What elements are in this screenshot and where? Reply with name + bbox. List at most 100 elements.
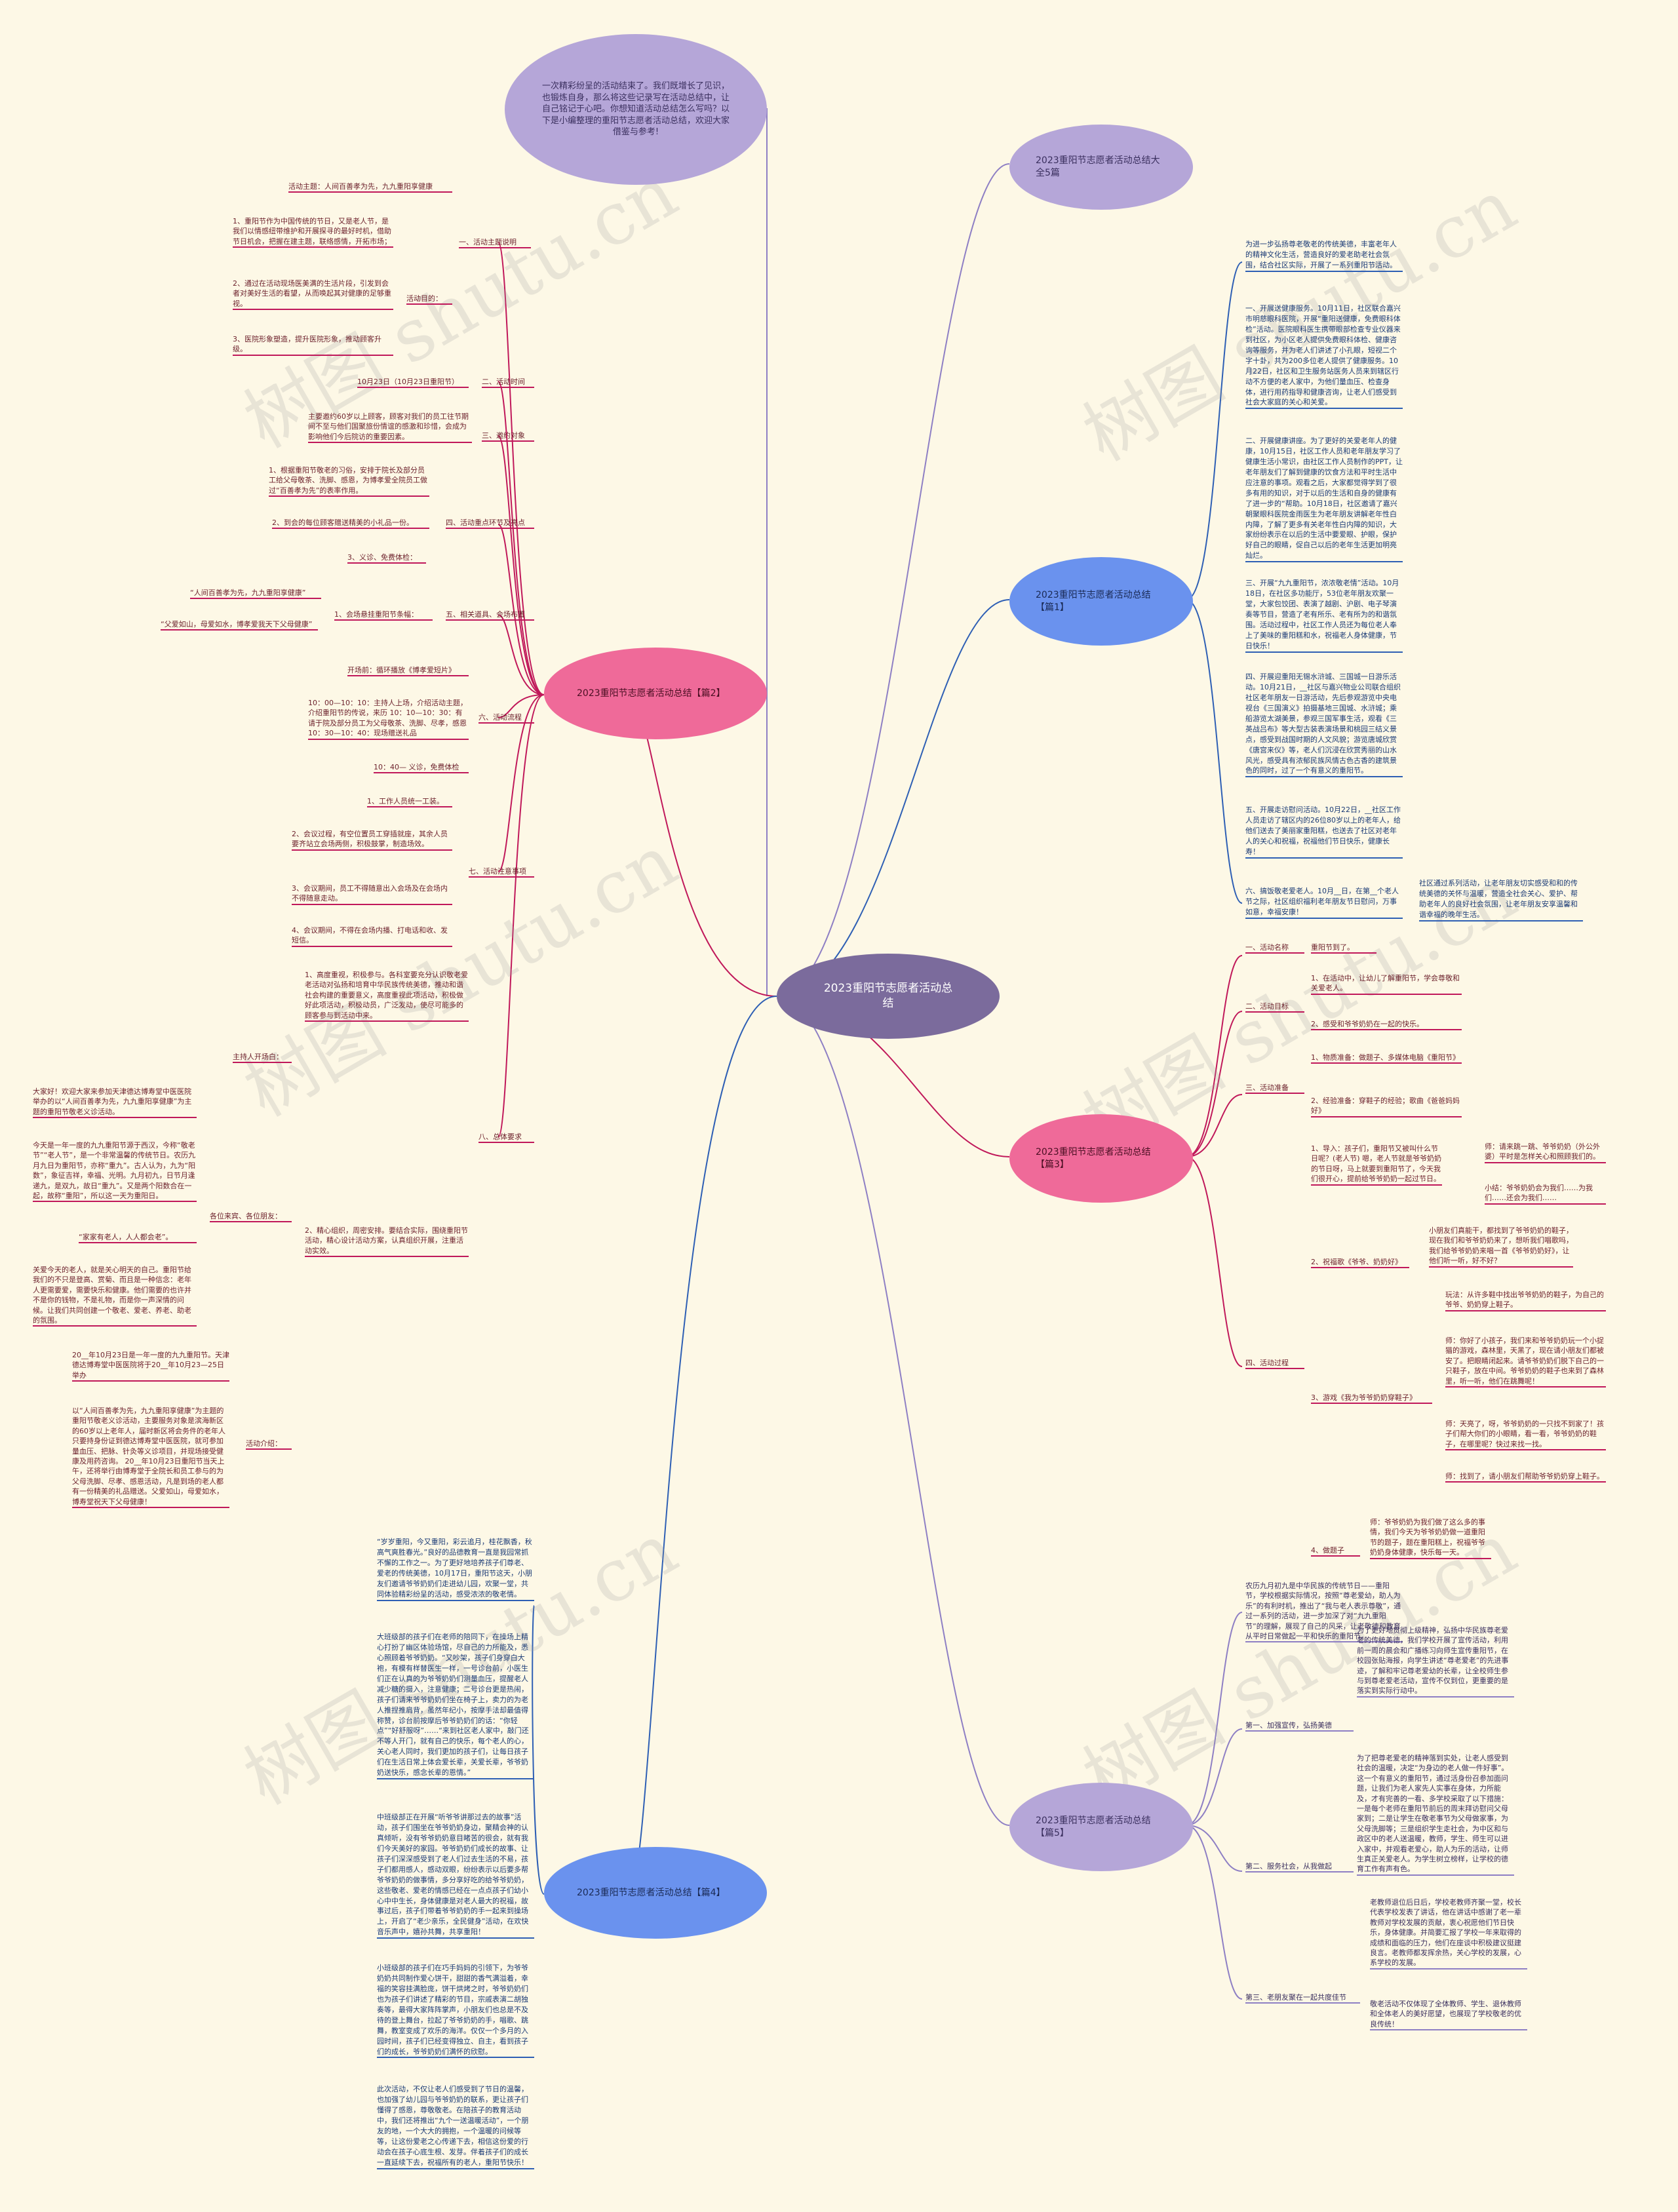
pian3-step-note: 师：请来跳一跳、爷爷奶奶（外公外婆）平时是怎样关心和照顾我们的。: [1485, 1142, 1606, 1163]
pian3-step: 1、导入：孩子们，重阳节又被叫什么节日呢？(老人节) 嗯，老人节就是爷爷奶奶的节…: [1311, 1144, 1442, 1186]
pian3-step: 3、游戏《我为爷爷奶奶穿鞋子》: [1311, 1393, 1432, 1405]
pian3-s1-value: 重阳节到了。: [1311, 942, 1376, 954]
connector: [1186, 955, 1243, 1157]
connector: [776, 163, 1010, 997]
pian3-step: 4、做题子: [1311, 1545, 1360, 1557]
pian1-item: 三、开展“九九重阳节，浓浓敬老情”活动。10月18日，在社区多功能厅，53位老年…: [1245, 578, 1403, 653]
pian1-item: 二、开展健康讲座。为了更好的关爱老年人的健康，10月15日，社区工作人员和老年朋…: [1245, 436, 1403, 563]
branch-right-pian3[interactable]: 2023重阳节志愿者活动总结【篇3】: [1009, 1114, 1193, 1203]
connector: [498, 694, 545, 718]
pian2-purpose: 3、医院形象塑造，提升医院形象，推动顾客升级。: [233, 334, 393, 356]
connector: [1186, 599, 1243, 904]
pian1-tail: 社区通过系列活动，让老年朋友切实感受和和的传统美德的关怀与温暖，营造全社会关心、…: [1419, 878, 1583, 922]
connector: [532, 1605, 545, 1895]
pian2-section-7: 七、活动注意事项: [469, 866, 534, 878]
pian4-text: “岁岁重阳，今又重阳，彩云追月，桂花飘香，秋高气爽胜春光。”良好的品德教育一直是…: [377, 1537, 534, 1601]
pian3-step: 2、祝福歌《爷爷、奶奶好》: [1311, 1257, 1409, 1269]
connector: [1186, 262, 1243, 600]
pian1-item: 四、开展迎重阳无锡水浒城、三国城一日游乐活动。10月21日，__社区与嘉兴物业公…: [1245, 672, 1403, 778]
pian5-section-2: 第二、服务社会，从我做起: [1245, 1861, 1354, 1873]
branch-title: 2023重阳节志愿者活动总结大全5篇: [1036, 155, 1160, 178]
pian2-guests-text: “家家有老人，人人都会老”。: [79, 1232, 197, 1244]
center-title: 2023重阳节志愿者活动总结: [823, 982, 953, 1010]
pian3-step-note: 玩法：从许多鞋中找出爷爷奶奶的鞋子，为自己的爷爷、奶奶穿上鞋子。: [1445, 1290, 1606, 1311]
pian3-step-note: 小朋友们真能干，都找到了爷爷奶奶的鞋子，现在我们和爷爷奶奶来了，想听我们唱歌吗，…: [1429, 1226, 1573, 1268]
pian2-s7-item: 1、工作人员统一工装。: [367, 796, 452, 808]
connector: [498, 614, 545, 695]
pian3-step-note: 师：你好了小孩子，我们来和爷爷奶奶玩一个小捉猫的游戏，森林里，天黑了，现在请小朋…: [1445, 1336, 1606, 1387]
pian2-section-4: 四、活动重点环节及亮点: [446, 518, 534, 530]
branch-title: 2023重阳节志愿者活动总结【篇1】: [1036, 589, 1151, 613]
pian5-s1-text: 为了更好地贯彻上级精神，弘扬中华民族尊老爱老的传统美德，我们学校开展了宣传活动，…: [1357, 1625, 1514, 1698]
branch-left-pian2[interactable]: 2023重阳节志愿者活动总结【篇2】: [544, 648, 767, 739]
pian3-s2-item: 2、感受和爷爷奶奶在一起的快乐。: [1311, 1019, 1462, 1031]
pian2-intro-label: 活动介绍：: [246, 1439, 292, 1450]
pian4-text: 大班级部的孩子们在老师的陪同下，在操场上精心打扮了幽区体验场馆，尽自己的力所能及…: [377, 1632, 534, 1780]
branch-right-collection[interactable]: 2023重阳节志愿者活动总结大全5篇: [1009, 125, 1193, 210]
pian2-s7-item: 3、会议期间，员工不得随意出入会场及在会场内不得随意走动。: [292, 883, 452, 905]
pian3-section-4: 四、活动过程: [1245, 1358, 1304, 1370]
connector: [776, 996, 1010, 1826]
pian2-s7-item: 2、会议过程，有空位置员工穿插就座，其余人员要齐站立会场两侧，积极鼓掌，制造场效…: [292, 829, 452, 851]
connector: [1186, 1728, 1243, 1826]
branch-right-pian1[interactable]: 2023重阳节志愿者活动总结【篇1】: [1009, 557, 1193, 646]
pian2-intro-text: 20__年10月23日是一年一度的九九重阳节。天津德达博寿堂中医医院将于20__…: [72, 1350, 229, 1382]
pian2-requirement: 1、高度重视，积极参与。各科室要充分认识敬老爱老活动对弘扬和培育中华民族传统美德…: [305, 970, 469, 1022]
branch-title: 2023重阳节志愿者活动总结【篇4】: [577, 1887, 726, 1898]
pian3-section-3: 三、活动准备: [1245, 1083, 1304, 1095]
pian2-banner-label: 1、会场悬挂重阳节条幅：: [334, 610, 433, 621]
pian3-s3-item: 2、经验准备：穿鞋子的经验；歌曲《爸爸妈妈好》: [1311, 1096, 1462, 1117]
pian2-section-2: 二、活动时间: [482, 377, 534, 389]
connector: [1186, 1612, 1243, 1826]
pian3-step-note: 小结：爷爷奶奶会为我们……为我们……还会为我们……: [1485, 1183, 1606, 1205]
pian3-step-note: 师：天亮了，呀，爷爷奶奶的一只找不到家了！孩子们帮大你们的小眼睛，看一看，爷爷奶…: [1445, 1419, 1606, 1451]
pian1-item: 六、搞饭敬老爱老人。10月__日，在第__个老人节之际，社区组织福利老年朋友节日…: [1245, 886, 1403, 919]
connector: [1186, 1825, 1243, 1872]
pian3-s2-item: 1、在活动中，让幼儿了解重阳节，学会尊敬和关爱老人。: [1311, 973, 1462, 995]
pian2-s4-item: 1、根据重阳节敬老的习俗，安排于院长及部分员工给父母敬茶、洗脚、感恩，为博孝爱全…: [269, 465, 429, 497]
pian2-section-1: 一、活动主题说明: [459, 237, 531, 249]
pian2-s4-item: 2、到会的每位顾客赠送精美的小礼品一份。: [272, 518, 429, 530]
pian2-section-5: 五、相关道具、会场布置: [446, 610, 534, 621]
connector: [1186, 1156, 1243, 1367]
pian2-purpose: 2、通过在活动现场医美满的生活片段，引发到会者对美好生活的看望，从而唤起其对健康…: [233, 279, 393, 311]
pian3-s3-item: 1、物质准备：做题子、多媒体电脑《重阳节》: [1311, 1053, 1462, 1064]
branch-left-pian4[interactable]: 2023重阳节志愿者活动总结【篇4】: [544, 1847, 767, 1939]
pian2-s6-item: 10：00—10：10：主持人上场，介绍活动主题，介绍重阳节的传说，来历 10：…: [308, 698, 469, 740]
pian5-s2-text: 为了把尊老爱老的精神落到实处，让老人感受到社会的温暖，决定“为身边的老人做一件好…: [1357, 1753, 1514, 1876]
pian2-section-6: 六、活动流程: [478, 712, 534, 724]
pian2-s3-value: 主要邀约60岁以上顾客，顾客对我们的员工往节期间不至与他们国聚旅份情谊的感激和珍…: [308, 412, 472, 444]
pian2-guests-label: 各位来宾、各位朋友：: [210, 1211, 292, 1223]
pian3-step-note: 师：找到了，请小朋友们帮助爷爷奶奶穿上鞋子。: [1445, 1471, 1606, 1483]
pian5-section-1: 第一、加强宣传，弘扬美德: [1245, 1720, 1354, 1732]
branch-title: 2023重阳节志愿者活动总结【篇3】: [1036, 1146, 1151, 1170]
connector: [629, 694, 777, 997]
connector: [1186, 1011, 1243, 1157]
pian2-guests-text: 关爱今天的老人，就是关心明天的自己。重阳节给我们的不只是登高、赏菊、而且是一种信…: [33, 1265, 197, 1327]
intro-text: 一次精彩纷呈的活动结束了。我们既增长了见识，也锻炼自身，那么将这些记录写在活动总…: [541, 81, 730, 138]
pian3-section-2: 二、活动目标: [1245, 1001, 1304, 1013]
pian2-guests-text: 今天是一年一度的九九重阳节源于西汉，今称“敬老节”“老人节”，是一个非常温馨的传…: [33, 1140, 197, 1203]
pian2-s6-item: 10：40— 义诊，免费体检: [374, 762, 469, 774]
pian2-s4-item: 3、义诊、免费体检：: [347, 553, 426, 564]
pian5-s3-text: 敬老活动不仅体现了全体教师、学生、退休教师和全体老人的美好愿望，也展现了学校敬老…: [1370, 1999, 1527, 2031]
center-node[interactable]: 2023重阳节志愿者活动总结: [777, 954, 1000, 1039]
pian2-s7-item: 4、会议期间，不得在会场内播、打电话和收、发短信。: [292, 925, 452, 947]
pian4-text: 此次活动，不仅让老人们感受到了节日的温馨，也加强了幼儿园与爷爷奶奶的联系，更让孩…: [377, 2084, 534, 2169]
branch-title: 2023重阳节志愿者活动总结【篇2】: [577, 688, 726, 699]
pian4-text: 小班级部的孩子们在巧手妈妈的引领下，为爷爷奶奶共同制作爱心饼干，甜甜的香气满溢着…: [377, 1963, 534, 2059]
pian5-section-3: 第三、老朋友聚在一起共度佳节: [1245, 1992, 1360, 2004]
connector: [498, 435, 545, 695]
branch-right-pian5[interactable]: 2023重阳节志愿者活动总结【篇5】: [1009, 1783, 1193, 1871]
connector: [498, 694, 545, 1138]
connector: [498, 524, 545, 695]
pian2-section-3: 三、邀约对象: [482, 431, 534, 442]
connector: [1186, 1825, 1243, 2000]
connector: [629, 996, 777, 1895]
pian2-s6-item: 开场前：循环播放《博孝爱短片》: [347, 665, 469, 677]
pian2-section-8: 八、总体要求: [478, 1132, 534, 1144]
pian3-section-1: 一、活动名称: [1245, 942, 1304, 954]
pian2-intro-text: 以“人间百善孝为先，九九重阳享健康”为主题的重阳节敬老义诊活动，主要服务对象是滨…: [72, 1406, 229, 1508]
pian2-requirement: 2、精心组织，周密安排。要结合实际，围绕重阳节活动，精心设计活动方案，认真组织开…: [305, 1226, 469, 1258]
